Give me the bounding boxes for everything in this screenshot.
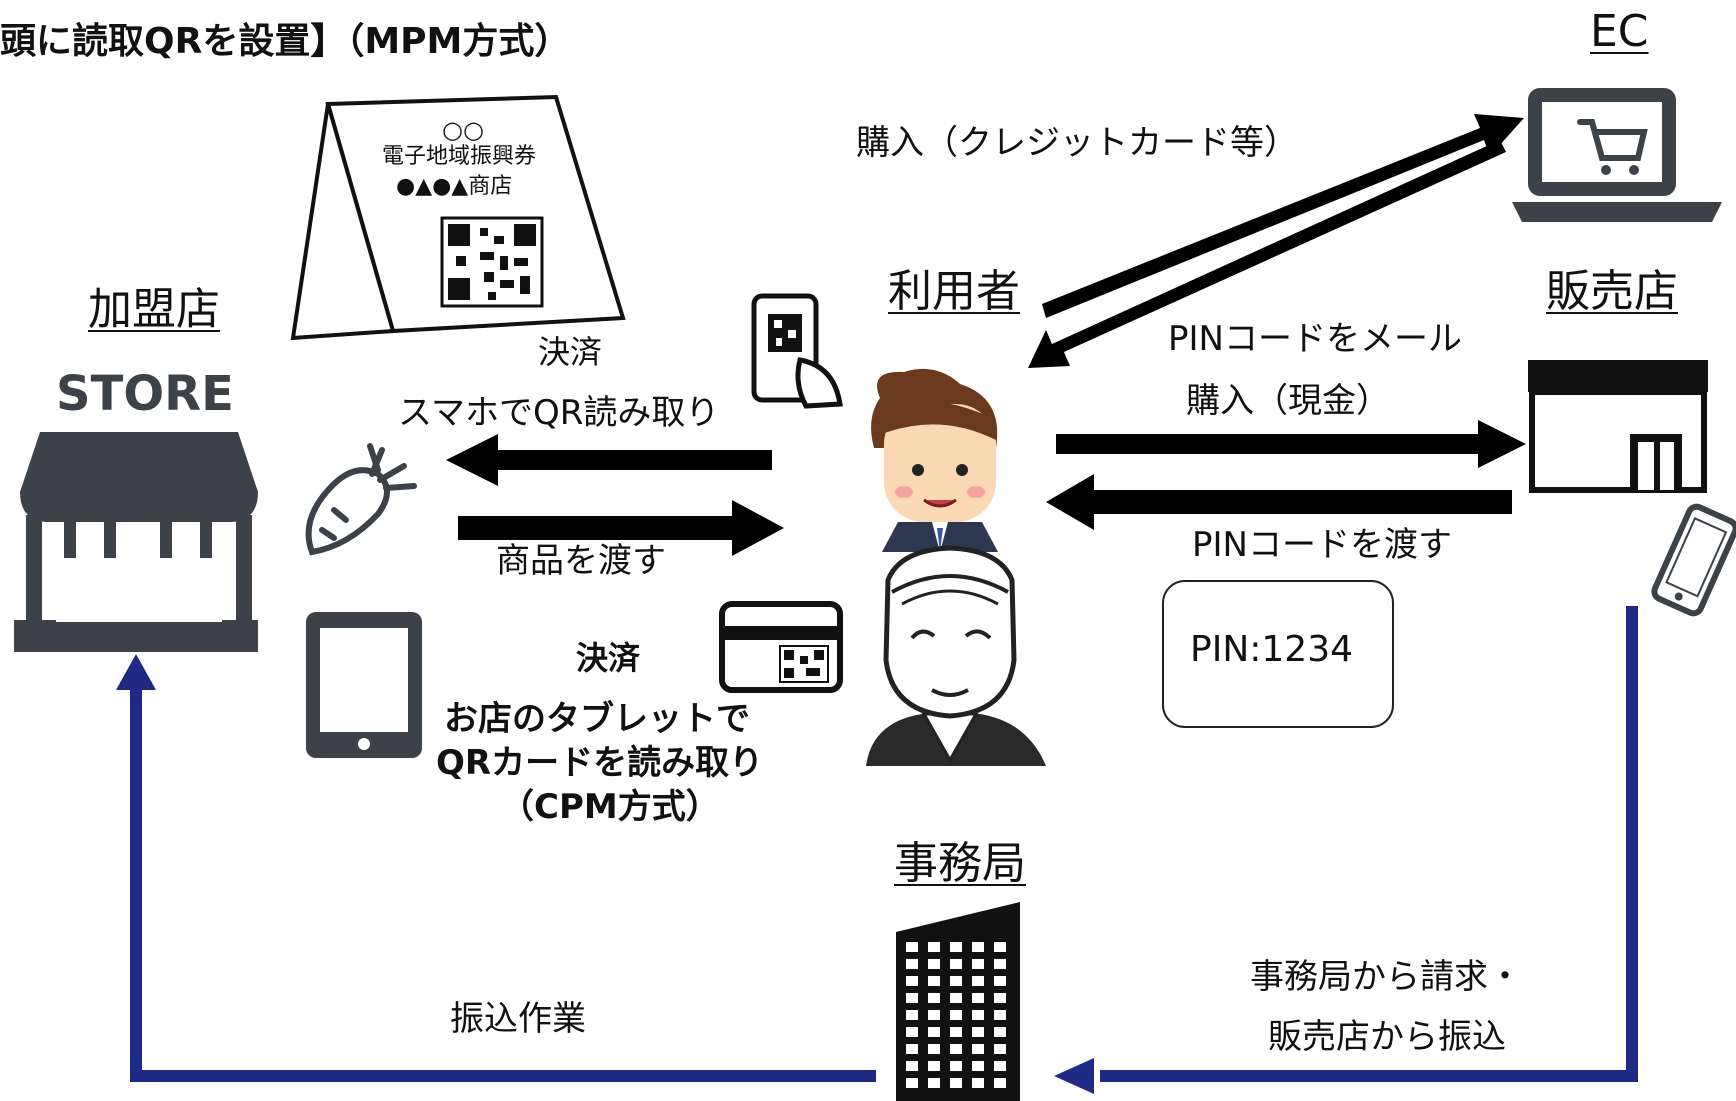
node-label-member-store: 加盟店: [88, 284, 220, 335]
smartphone-icon: [1651, 503, 1736, 617]
carrot-icon: [305, 443, 417, 556]
label-billing-1: 事務局から請求・: [1250, 957, 1522, 997]
pin-box: [1162, 580, 1394, 728]
convenience-store-icon: [1528, 360, 1708, 493]
label-mpm-payment: 決済: [538, 333, 603, 371]
qr-card-icon: [719, 601, 843, 693]
label-pin-mail: PINコードをメール: [1168, 319, 1462, 359]
retailer-to-office-line: [1100, 606, 1638, 1082]
arrow-pin-hand: [1046, 474, 1512, 530]
office-to-store-line: [130, 684, 876, 1082]
page-title: 頭に読取QRを設置】（MPM方式）: [0, 21, 571, 62]
label-cpm-desc-3: （CPM方式）: [500, 787, 720, 827]
user-elderly-icon: [866, 545, 1046, 766]
tablet-icon: [306, 612, 422, 758]
arrowhead-to-office: [1054, 1058, 1094, 1094]
laptop-cart-icon: [1512, 88, 1722, 222]
label-ec-purchase: 購入（クレジットカード等）: [856, 123, 1298, 163]
node-label-ec: EC: [1590, 6, 1649, 57]
arrow-mpm-payment: [446, 434, 772, 486]
label-cash-purchase: 購入（現金）: [1186, 381, 1390, 421]
qr-pop-stand: [290, 94, 626, 341]
qr-code-icon: [440, 216, 544, 308]
arrow-ec-purchase: [1042, 114, 1524, 318]
store-sign-text: STORE: [56, 366, 234, 422]
pop-line-1: ○○: [442, 116, 484, 144]
label-transfer: 振込作業: [450, 999, 586, 1039]
label-cpm-payment: 決済: [576, 639, 641, 677]
flow-arrows: [446, 114, 1526, 556]
label-pin-hand: PINコードを渡す: [1192, 525, 1452, 565]
node-label-office: 事務局: [894, 838, 1026, 889]
office-building-icon: [896, 902, 1020, 1101]
smartphone-qr-icon: [751, 293, 843, 409]
label-cpm-desc-1: お店のタブレットで: [444, 699, 750, 739]
label-deliver-goods: 商品を渡す: [496, 541, 666, 581]
arrow-deliver-goods: [458, 500, 784, 556]
arrow-cash-purchase: [1056, 420, 1526, 468]
label-billing-2: 販売店から振込: [1268, 1017, 1506, 1057]
label-mpm-desc: スマホでQR読み取り: [398, 393, 720, 433]
node-label-user: 利用者: [888, 266, 1020, 317]
node-label-retailer: 販売店: [1546, 266, 1678, 317]
label-cpm-desc-2: QRカードを読み取り: [436, 743, 764, 783]
pop-line-2: 電子地域振興券: [382, 144, 537, 169]
money-flow-lines: [130, 606, 1638, 1082]
pop-line-3: ●▲●▲商店: [396, 174, 513, 199]
pin-example: PIN:1234: [1190, 629, 1354, 670]
arrowhead-to-store: [116, 654, 156, 690]
arrow-pin-mail: [1028, 140, 1506, 368]
user-young-icon: [871, 368, 998, 552]
store-icon: [14, 432, 258, 652]
